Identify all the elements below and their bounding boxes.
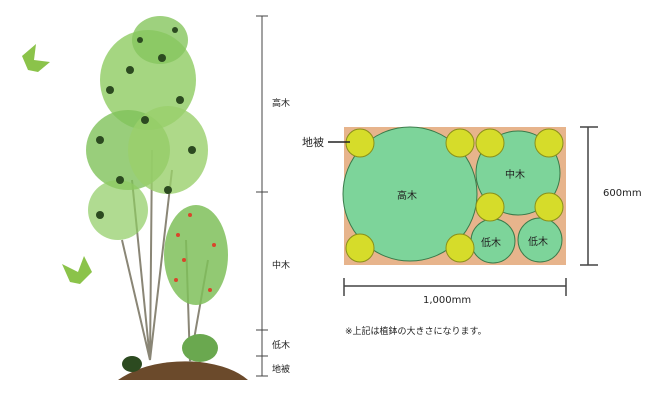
- scale-label-ground: 地被: [272, 365, 291, 375]
- plan-label-medium: 中木: [505, 170, 525, 181]
- width-dimension: [343, 278, 567, 296]
- tree-illustration: [86, 16, 248, 380]
- ground-cover-callout-label: 地被: [302, 136, 324, 149]
- plan-label-low-right: 低木: [528, 237, 548, 248]
- ground-cover-circle: [534, 192, 564, 222]
- ground-cover-circle: [445, 233, 475, 263]
- tall-tree-canopy: [342, 126, 478, 262]
- ground-cover-circle: [445, 128, 475, 158]
- plan-label-tall: 高木: [397, 191, 417, 202]
- ground-cover-circle: [345, 128, 375, 158]
- ground-cover-circle: [475, 128, 505, 158]
- ground-cover-circle: [534, 128, 564, 158]
- plan-label-low-left: 低木: [481, 238, 501, 249]
- width-label: 1,000mm: [423, 295, 472, 306]
- bird-icon: [62, 256, 92, 284]
- height-scale: [256, 15, 268, 377]
- ground-cover-circle: [475, 192, 505, 222]
- pot-size-note: ※上記は植鉢の大きさになります。: [345, 327, 487, 337]
- ground-cover-circle: [345, 233, 375, 263]
- bird-icon: [22, 44, 50, 72]
- plan-view: [328, 126, 598, 296]
- height-label: 600mm: [603, 188, 642, 199]
- scale-label-tall: 高木: [272, 99, 291, 109]
- height-dimension: [580, 126, 598, 266]
- scale-label-low: 低木: [272, 341, 291, 351]
- scale-label-medium: 中木: [272, 261, 291, 271]
